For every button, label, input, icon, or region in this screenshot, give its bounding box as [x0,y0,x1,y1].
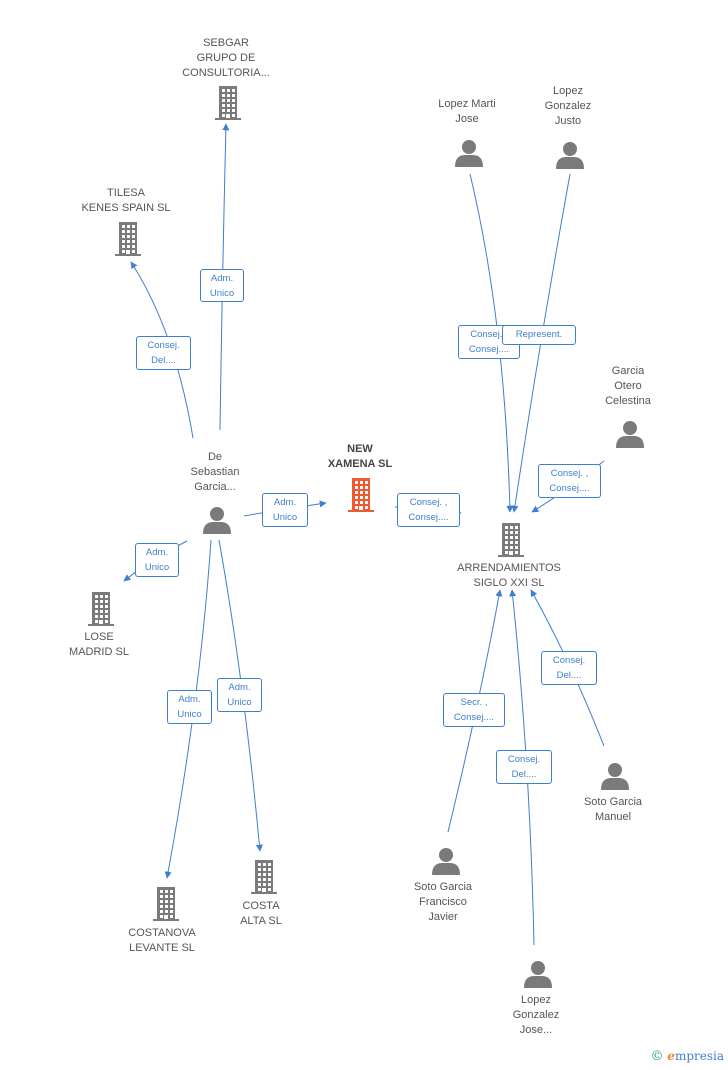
node-label: NEW XAMENA SL [327,443,393,470]
node-label: Garcia Otero Celestina [605,365,651,407]
person-icon [202,505,232,535]
relation-label[interactable]: Adm. Unico [135,543,179,577]
relation-label[interactable]: Consej. Del.... [496,750,552,784]
person-icon [523,959,553,989]
node-label: COSTA ALTA SL [240,900,282,927]
relation-label[interactable]: Consej. , Consej.... [397,493,460,527]
person-icon [555,140,585,170]
building-icon [346,478,376,512]
brand-name: mpresia [674,1049,724,1063]
person-icon [431,846,461,876]
relation-label[interactable]: Consej. Del.... [136,336,191,370]
node-label: LOSE MADRID SL [69,631,129,658]
person-icon [454,138,484,168]
relation-label[interactable]: Secr. , Consej.... [443,693,505,727]
relation-label[interactable]: Consej. Del.... [541,651,597,685]
building-icon [113,222,143,256]
person-icon [600,761,630,791]
building-icon [213,86,243,120]
building-icon [151,887,181,921]
person-icon [615,419,645,449]
node-label: Soto Garcia Manuel [583,796,643,823]
node-label: SEBGAR GRUPO DE CONSULTORIA... [182,37,270,79]
node-label: COSTANOVA LEVANTE SL [128,927,196,954]
node-label: Soto Garcia Francisco Javier [413,881,473,923]
copyright-symbol: © [650,1049,664,1064]
node-label: TILESA KENES SPAIN SL [81,187,171,214]
node-label: Lopez Gonzalez Jose... [512,994,560,1036]
brand-watermark: © empresia [650,1049,724,1064]
building-icon [86,592,116,626]
node-label: De Sebastian Garcia... [190,451,240,493]
node-label: Lopez Marti Jose [438,98,496,125]
building-icon [249,860,279,894]
relation-label[interactable]: Adm. Unico [200,269,244,302]
relation-label[interactable]: Adm. Unico [262,493,308,527]
node-label: ARRENDAMIENTOS SIGLO XXI SL [457,562,561,589]
brand-initial: e [667,1049,675,1063]
relation-label[interactable]: Adm. Unico [217,678,262,712]
node-label: Lopez Gonzalez Justo [544,85,592,127]
relation-label[interactable]: Adm. Unico [167,690,212,724]
relation-label[interactable]: Consej. , Consej.... [538,464,601,498]
relation-label[interactable]: Represent. [502,325,576,345]
building-icon [496,523,526,557]
